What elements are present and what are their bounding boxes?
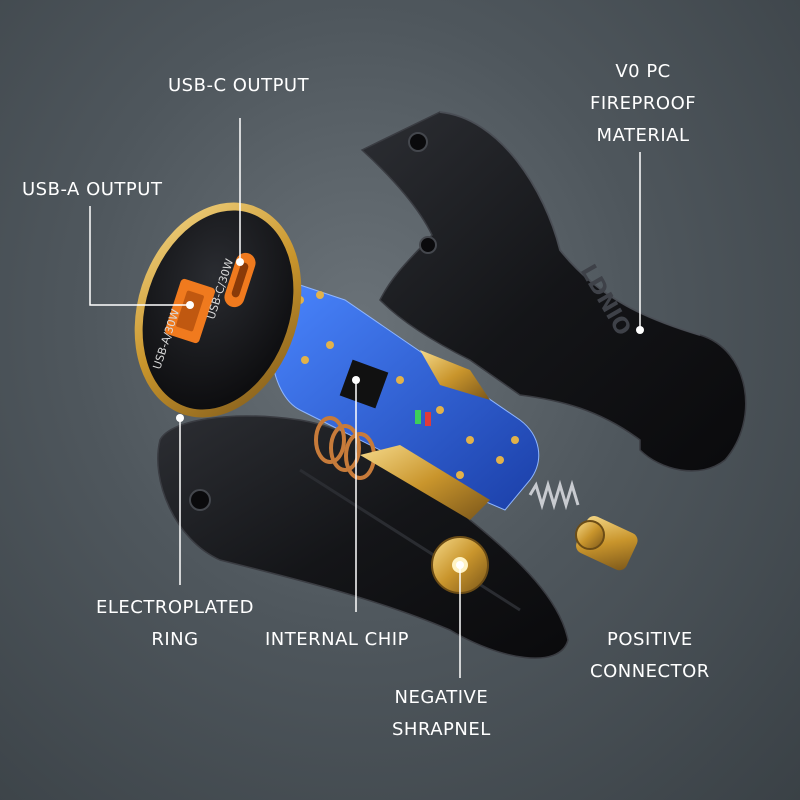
usb-a-output-label: USB-A OUTPUT xyxy=(22,179,163,200)
positive-connector-tip xyxy=(575,516,638,571)
positive-connector-label: POSITIVE CONNECTOR xyxy=(590,629,710,682)
leader-lines xyxy=(89,118,641,678)
leader-usb-a xyxy=(89,206,190,306)
screw-hole xyxy=(408,132,428,152)
electroplated-ring-label: ELECTROPLATED RING xyxy=(96,597,254,650)
spring xyxy=(528,479,580,511)
internal-chip-component xyxy=(339,359,389,409)
usb-c-output-label: USB-C OUTPUT xyxy=(168,75,310,96)
internal-chip-label: INTERNAL CHIP xyxy=(265,629,409,650)
negative-shrapnel-label: NEGATIVE SHRAPNEL xyxy=(392,687,491,740)
front-faceplate: USB-A/30W USB-C/30W xyxy=(134,202,302,418)
material-label: V0 PC FIREPROOF MATERIAL xyxy=(590,61,697,146)
negative-shrapnel-part xyxy=(360,445,490,520)
bottom-shell-half xyxy=(157,415,569,659)
screw-hole xyxy=(419,236,437,254)
